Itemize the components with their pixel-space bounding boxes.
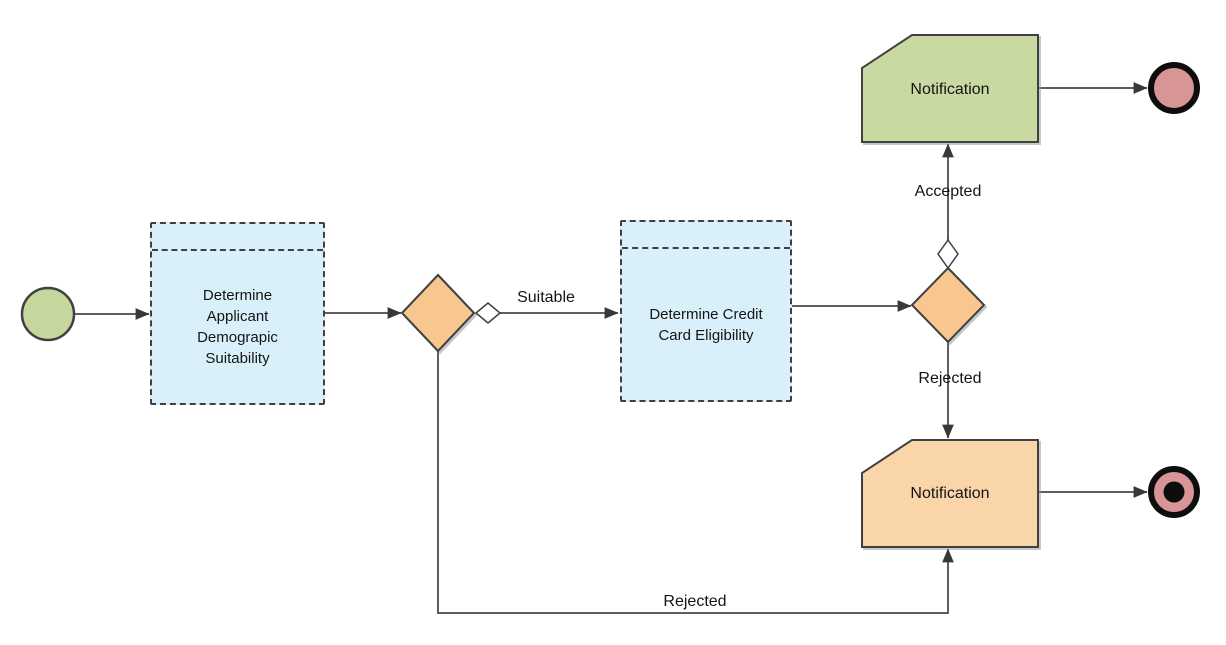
notification-rejected-label: Notification — [910, 485, 989, 502]
edge-label-suitable: Suitable — [517, 289, 575, 306]
default-flow-diamond-icon — [937, 238, 959, 270]
task-body: Determine Credit Card Eligibility — [622, 249, 790, 400]
edge-label-rejected-lower: Rejected — [663, 593, 726, 610]
default-flow-diamond-icon — [474, 302, 502, 324]
task-body: Determine Applicant Demograpic Suitabili… — [152, 251, 323, 403]
task-header-strip — [152, 224, 323, 251]
task-label: Determine Credit Card Eligibility — [649, 305, 763, 344]
task-label: Determine Applicant Demograpic Suitabili… — [197, 287, 278, 367]
task-header-strip — [622, 222, 790, 249]
terminate-dot-icon — [1163, 481, 1185, 503]
start-event[interactable] — [20, 286, 76, 342]
edge-label-rejected-upper: Rejected — [918, 370, 981, 387]
gateway-suitability[interactable] — [400, 273, 476, 353]
notification-accepted-label: Notification — [910, 81, 989, 98]
gateway-eligibility[interactable] — [910, 266, 986, 344]
flow-rejected-lower — [437, 351, 954, 614]
task-determine-credit-card-eligibility[interactable]: Determine Credit Card Eligibility — [620, 220, 792, 402]
notification-accepted-node[interactable] — [861, 34, 1039, 143]
task-determine-applicant-demographic-suitability[interactable]: Determine Applicant Demograpic Suitabili… — [150, 222, 325, 405]
notification-rejected-node[interactable] — [861, 439, 1039, 548]
edge-label-accepted: Accepted — [915, 183, 982, 200]
end-event-accepted[interactable] — [1148, 62, 1200, 114]
